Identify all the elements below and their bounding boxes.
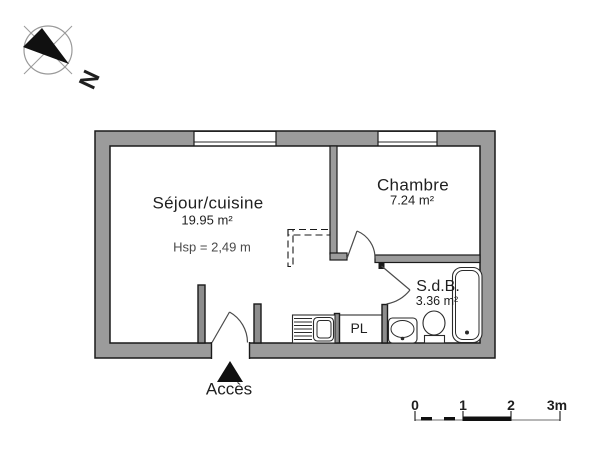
dashed-partition bbox=[287, 228, 331, 268]
scale-tick-3m: 3m bbox=[546, 397, 568, 413]
room-area-sdb: 3.36 m² bbox=[415, 293, 459, 308]
toilet bbox=[422, 310, 446, 344]
compass-needle-icon bbox=[23, 28, 69, 64]
scale-tick-0: 0 bbox=[411, 397, 419, 413]
bathroom-wall-stub bbox=[381, 303, 389, 344]
ceiling-height-note: Hsp = 2,49 m bbox=[173, 239, 251, 255]
kitchen-sink bbox=[291, 314, 336, 344]
room-label-sdb: S.d.B. bbox=[416, 278, 460, 295]
window-sejour bbox=[193, 130, 277, 146]
room-area-sejour: 19.95 m² bbox=[181, 212, 233, 228]
bathroom-door bbox=[378, 263, 411, 305]
compass-circle bbox=[23, 25, 73, 75]
room-label-chambre: Chambre bbox=[376, 175, 450, 195]
interior-walls bbox=[197, 145, 481, 344]
scale-tick-2: 2 bbox=[507, 397, 515, 413]
outer-walls bbox=[94, 130, 496, 359]
room-area-chambre: 7.24 m² bbox=[389, 192, 435, 208]
entrance-arrow-icon bbox=[217, 361, 243, 382]
entry-doorway bbox=[210, 341, 251, 359]
chambre-door bbox=[346, 230, 376, 259]
scale-tick-1: 1 bbox=[459, 397, 467, 413]
room-label-sejour: Séjour/cuisine bbox=[152, 193, 264, 213]
counter-hatch bbox=[294, 318, 312, 340]
entry-door bbox=[211, 311, 249, 343]
entry-wall-stub-left bbox=[197, 284, 206, 344]
scale-bar bbox=[414, 411, 561, 421]
bathtub bbox=[451, 266, 483, 344]
bathroom-washbasin bbox=[387, 317, 418, 344]
entrance-label: Accès bbox=[205, 379, 253, 399]
entry-wall-stub-right bbox=[253, 303, 262, 344]
north-compass-icon bbox=[23, 25, 73, 75]
window-chambre bbox=[377, 130, 438, 146]
closet-label: PL bbox=[350, 320, 368, 336]
